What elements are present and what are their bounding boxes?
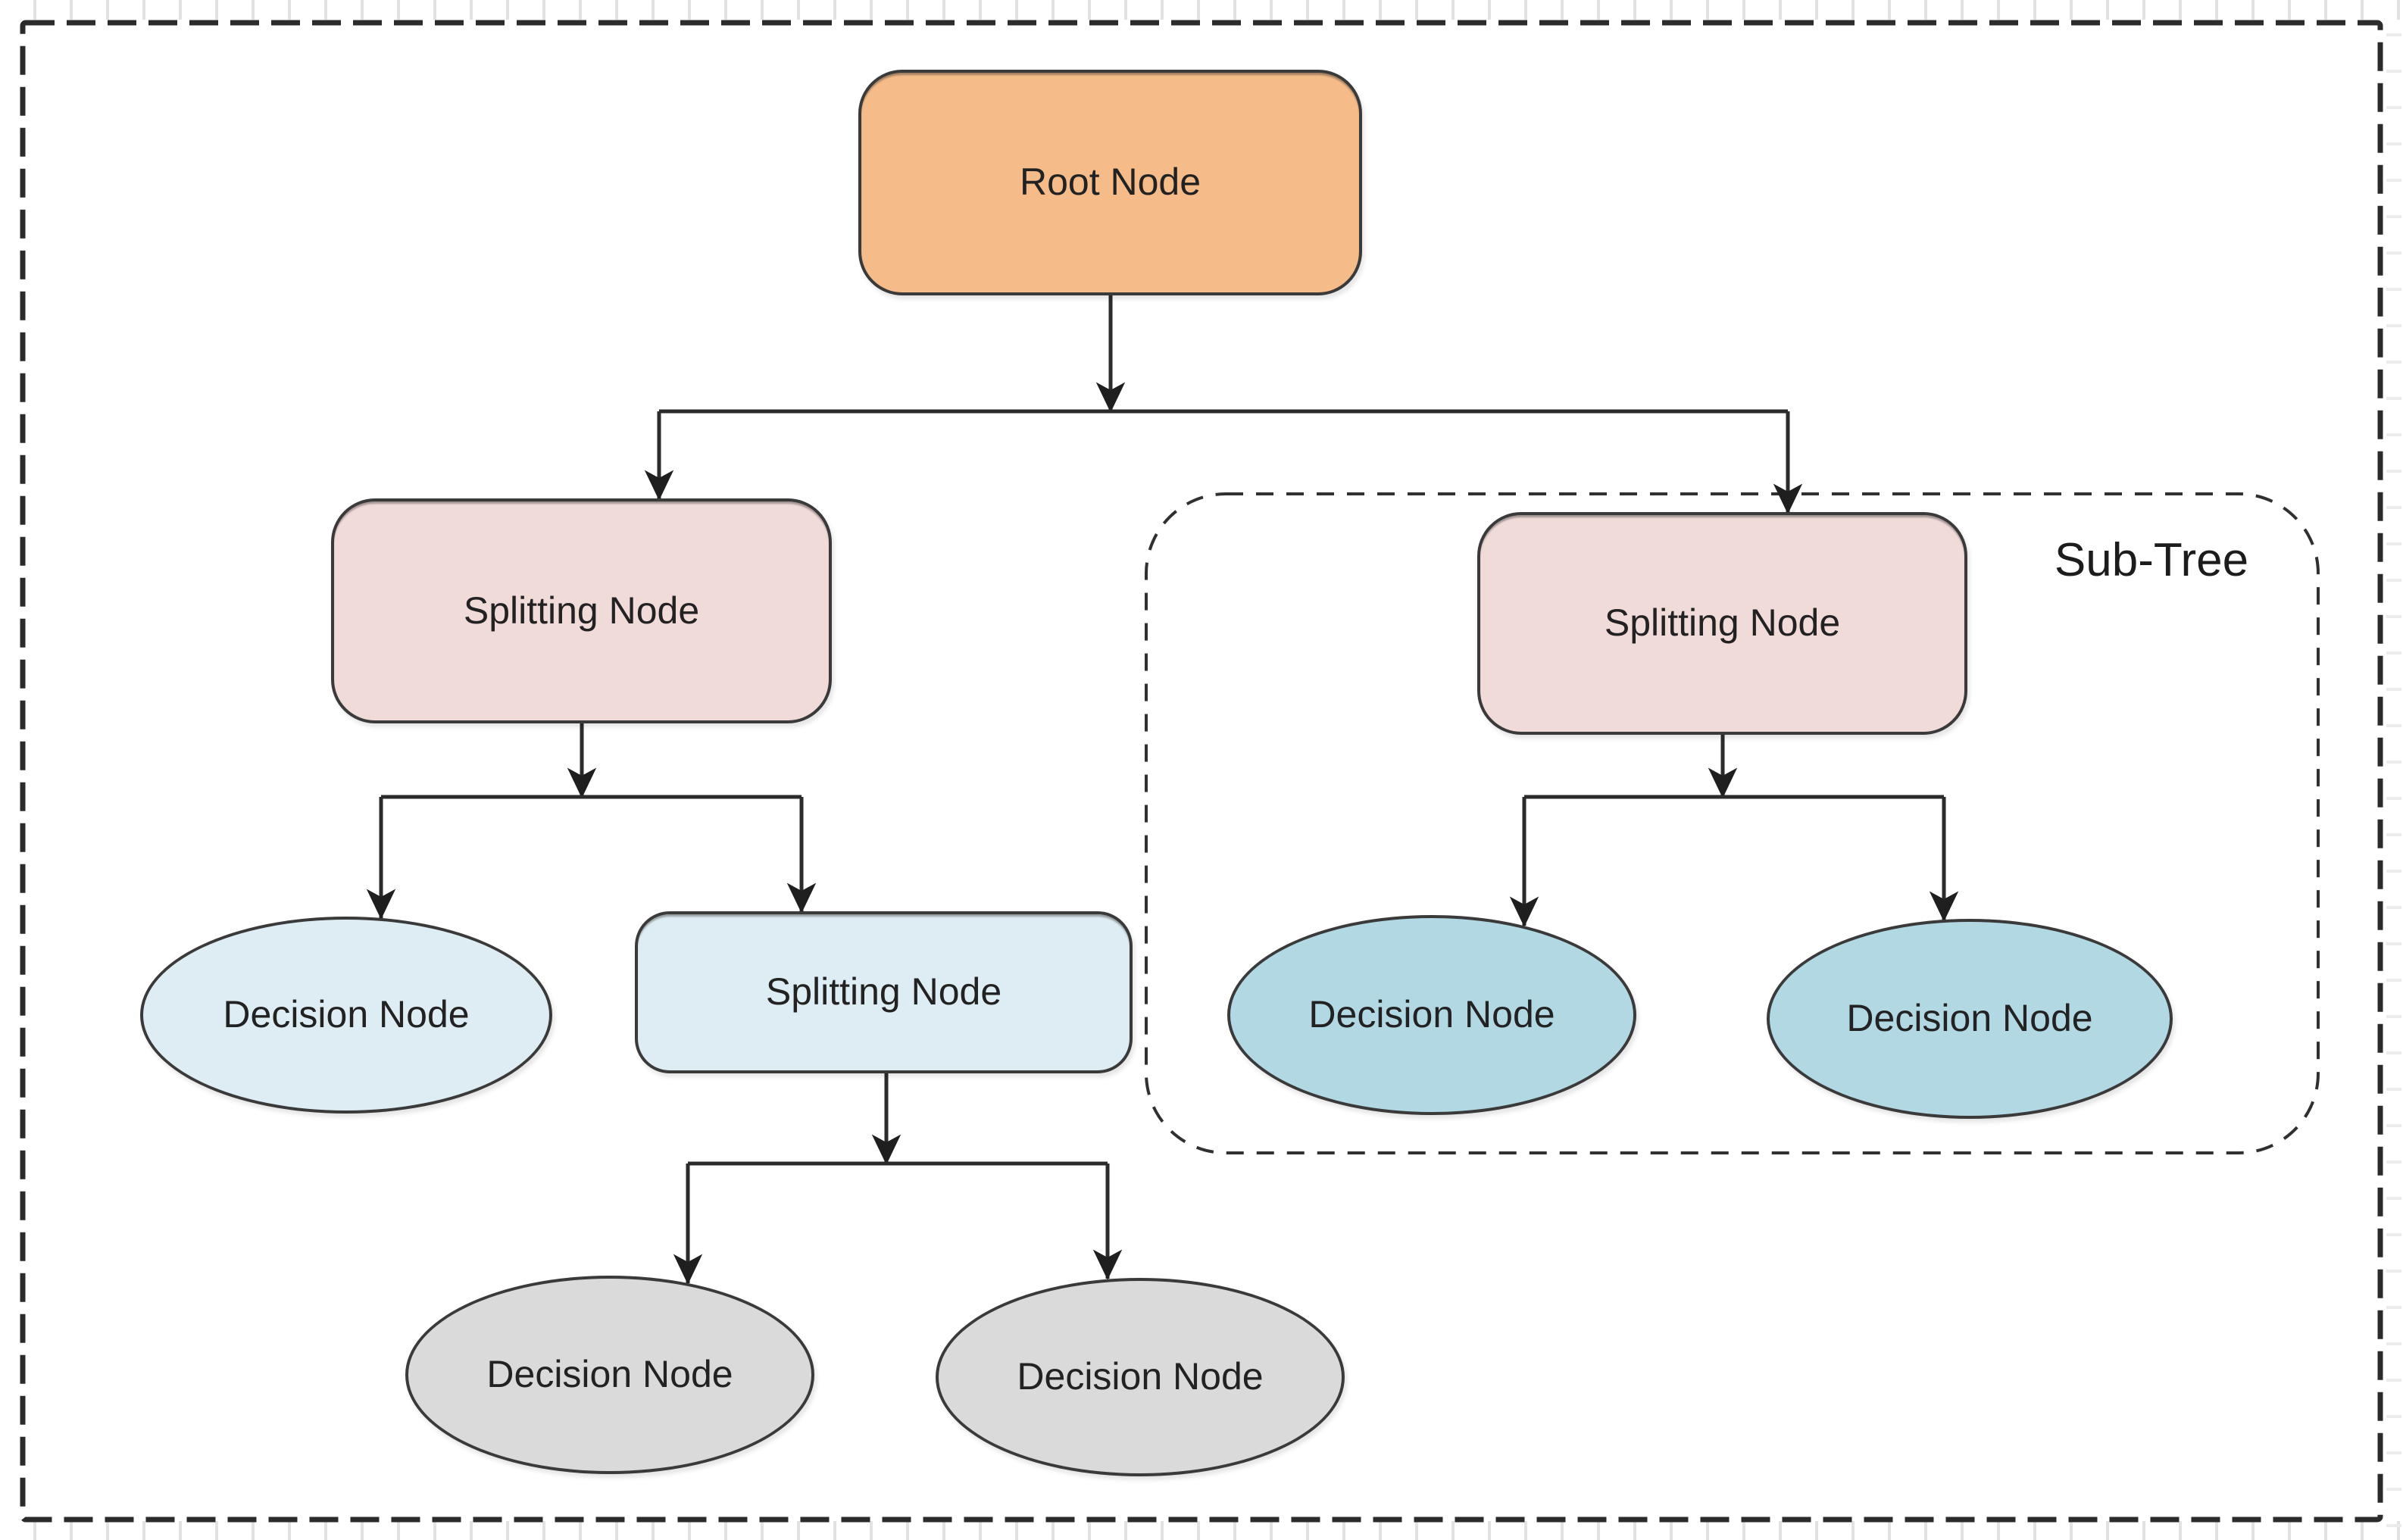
node-label: Decision Node [1017,1355,1264,1398]
node-label: Splitting Node [1604,601,1841,645]
node-label: Decision Node [1846,997,2093,1040]
node-splitting-right: Splitting Node [1477,512,1967,735]
subtree-label: Sub-Tree [2054,533,2249,586]
node-label: Root Node [1019,161,1202,204]
node-decision-gray-left: Decision Node [405,1276,814,1474]
node-label: Decision Node [486,1353,733,1396]
node-label: Decision Node [223,993,470,1036]
node-decision-sub-left: Decision Node [1227,915,1636,1115]
node-label: Splitting Node [463,589,700,632]
node-splitting-mid: Splitting Node [635,911,1133,1073]
node-label: Splitting Node [765,970,1002,1014]
node-root: Root Node [858,70,1362,295]
node-decision-sub-right: Decision Node [1767,919,2173,1119]
node-decision-gray-right: Decision Node [936,1278,1345,1476]
node-label: Decision Node [1308,993,1555,1036]
ruler-ticks-bottom [0,1521,2403,1540]
ruler-ticks-right [2386,0,2401,1540]
ruler-ticks-top [0,0,2403,20]
node-decision-left: Decision Node [140,917,552,1114]
node-splitting-left: Splitting Node [331,498,832,723]
